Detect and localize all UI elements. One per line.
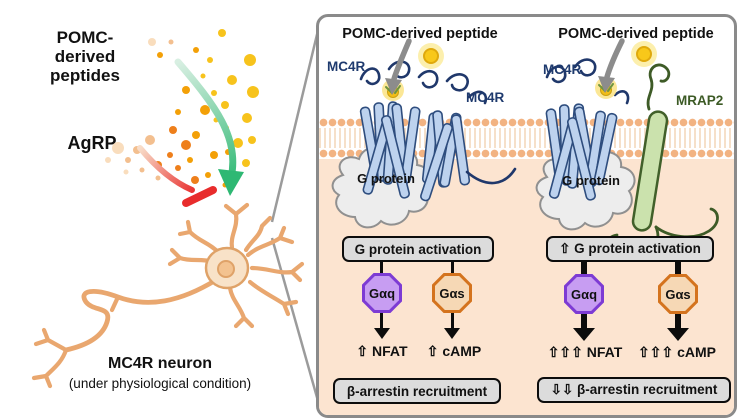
gaq-octagon-2: Gαq bbox=[564, 274, 604, 314]
nfat-result-1: ⇧ NFAT bbox=[356, 343, 408, 359]
neuron-illustration bbox=[31, 202, 305, 389]
camp-result-1: ⇧ cAMP bbox=[426, 343, 482, 359]
activation-box-2: ⇧ G protein activation bbox=[546, 236, 714, 262]
gaq-octagon-1: Gαq bbox=[362, 273, 402, 313]
diagram1-title: POMC-derived peptide bbox=[342, 26, 498, 42]
pomc-ligand bbox=[636, 46, 652, 62]
membrane-lipid-heads-top bbox=[319, 117, 734, 128]
gas-octagon-1: Gαs bbox=[432, 273, 472, 313]
receptor-diagrams-svg bbox=[331, 38, 719, 259]
connector bbox=[581, 261, 587, 275]
neuron-subtitle: (under physiological condition) bbox=[68, 376, 252, 391]
connector bbox=[675, 261, 681, 275]
mrap2-label: MRAP2 bbox=[676, 93, 724, 108]
connector bbox=[380, 261, 383, 275]
mc4r-mrap2-complex bbox=[535, 38, 719, 259]
agrp-inhibition-arrow bbox=[137, 145, 217, 207]
arrow-shaft bbox=[675, 314, 681, 328]
pomc-ligand bbox=[423, 48, 439, 64]
agrp-label: AgRP bbox=[67, 133, 117, 153]
mc4r-label-2: MC4R bbox=[543, 62, 582, 77]
binding-arrow bbox=[604, 38, 625, 80]
arrow-shaft bbox=[451, 313, 454, 328]
zoom-callout-lines bbox=[270, 21, 322, 409]
mc4r-label-1b: MC4R bbox=[466, 90, 505, 105]
binding-arrow bbox=[391, 38, 412, 82]
g-protein-label-1: G protein bbox=[357, 171, 415, 186]
membrane-lipid-heads-bottom bbox=[319, 148, 734, 159]
arrow-head bbox=[444, 328, 460, 339]
pomc-stimulation-arrow bbox=[174, 58, 244, 196]
arrow-head bbox=[573, 328, 595, 341]
arrestin-box-2: ⇩⇩ β-arrestin recruitment bbox=[537, 377, 731, 403]
arrow-head bbox=[374, 328, 390, 339]
activation-box-1: G protein activation bbox=[342, 236, 494, 262]
nfat-result-2: ⇧⇧⇧ NFAT bbox=[547, 344, 623, 360]
connector bbox=[451, 261, 454, 275]
membrane-lipid-tails bbox=[319, 128, 734, 148]
arrestin-box-1: β-arrestin recruitment bbox=[333, 378, 501, 404]
mrap2-cylinder bbox=[631, 110, 669, 232]
arrow-shaft bbox=[581, 314, 587, 328]
pomc-peptides-label: POMC- derived peptides bbox=[50, 28, 120, 85]
g-protein-label-2: G protein bbox=[562, 173, 620, 188]
mc4r-dimer-complex bbox=[331, 38, 517, 229]
arrow-head bbox=[667, 328, 689, 341]
mc4r-label-1a: MC4R bbox=[327, 59, 366, 74]
camp-result-2: ⇧⇧⇧ cAMP bbox=[638, 344, 716, 360]
arrow-shaft bbox=[380, 313, 383, 328]
neuron-title: MC4R neuron bbox=[108, 355, 212, 372]
diagram2-title: POMC-derived peptide bbox=[558, 26, 714, 42]
gas-octagon-2: Gαs bbox=[658, 274, 698, 314]
